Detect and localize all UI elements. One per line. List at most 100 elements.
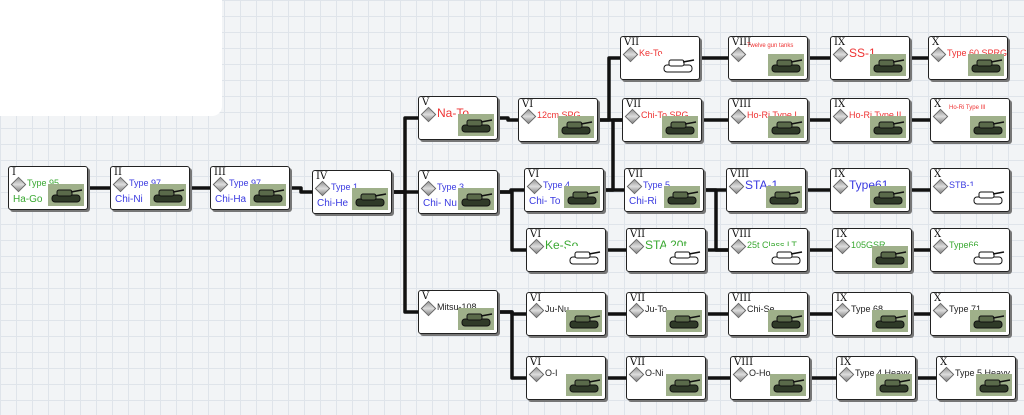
vehicle-subname: Chi- Nu	[423, 198, 457, 209]
rank-badge-icon	[624, 108, 641, 125]
vehicle-name: Type 97	[229, 178, 262, 188]
tier-label: IX	[834, 37, 846, 48]
vehicle-name: Type 68	[851, 304, 884, 314]
td-photo-icon	[870, 116, 906, 138]
heavy-tank-photo-icon	[566, 374, 602, 396]
rank-badge-icon	[832, 46, 849, 63]
heavy-tank-photo-icon	[768, 310, 804, 332]
rank-badge-icon	[832, 178, 849, 195]
spg-photo-icon	[558, 116, 594, 138]
connector-line	[496, 310, 528, 380]
tree-node-n32[interactable]: X Ho-Ri Type III	[930, 98, 1010, 142]
tree-node-n36[interactable]: X Type 5 Heavy	[936, 356, 1016, 400]
vehicle-name: Type 60 SPRG	[947, 48, 1008, 58]
tier-label: X	[934, 293, 942, 304]
rank-badge-icon	[628, 302, 645, 319]
vehicle-subname: Chi-Ri	[629, 196, 657, 207]
vehicle-name: 105GSR	[851, 240, 886, 250]
heavy-tank-photo-icon	[666, 310, 702, 332]
vehicle-name: Ho-Ri Type III	[949, 105, 986, 111]
tier-label: VII	[630, 229, 646, 240]
vehicle-name: Type 5 Heavy	[955, 368, 1011, 378]
tier-label: IX	[834, 99, 846, 110]
rank-badge-icon	[626, 178, 643, 195]
vehicle-name: STB-1	[949, 180, 975, 190]
vehicle-name: Ju-To	[645, 304, 668, 314]
tier-label: X	[932, 37, 940, 48]
spg-photo-icon	[870, 54, 906, 76]
spg-photo-icon	[968, 54, 1004, 76]
tier-label: VI	[522, 99, 534, 110]
vehicle-subname: Chi-Ha	[215, 194, 247, 205]
rank-badge-icon	[932, 302, 949, 319]
tier-label: VIII	[732, 37, 752, 48]
spg-photo-icon	[458, 114, 494, 136]
rank-badge-icon	[932, 108, 949, 125]
vehicle-name: O-Ho	[749, 368, 771, 378]
tree-node-n31[interactable]: X Type 60 SPRG	[928, 36, 1008, 80]
rank-badge-icon	[832, 108, 849, 125]
spg-sketch-icon	[660, 54, 696, 76]
tier-label: X	[940, 357, 948, 368]
connector-line	[390, 116, 420, 194]
vehicle-name: Type 4 Heavy	[855, 368, 911, 378]
vehicle-subname: Chi-He	[317, 198, 349, 209]
rank-badge-icon	[834, 238, 851, 255]
rank-badge-icon	[212, 176, 229, 193]
light-tank-sketch-icon	[666, 246, 702, 268]
heavy-tank-photo-icon	[770, 374, 806, 396]
rank-badge-icon	[314, 180, 331, 197]
vehicle-name: Twelve gun tanks	[747, 43, 794, 49]
vehicle-subname: Chi- To	[529, 196, 561, 207]
light-tank-photo-icon	[150, 184, 186, 206]
rank-badge-icon	[730, 238, 747, 255]
medium-tank-sketch-icon	[970, 186, 1006, 208]
medium-tank-photo-icon	[352, 188, 388, 210]
rank-badge-icon	[730, 46, 747, 63]
heavy-tank-photo-icon	[872, 310, 908, 332]
rank-badge-icon	[938, 366, 955, 383]
medium-tank-photo-icon	[766, 186, 802, 208]
medium-tank-photo-icon	[250, 184, 286, 206]
rank-badge-icon	[834, 302, 851, 319]
tier-label: VII	[626, 99, 642, 110]
tier-label: III	[214, 167, 226, 178]
tier-label: X	[934, 99, 942, 110]
rank-badge-icon	[838, 366, 855, 383]
light-tank-sketch-icon	[768, 246, 804, 268]
vehicle-subname: Chi-Ni	[115, 194, 143, 205]
